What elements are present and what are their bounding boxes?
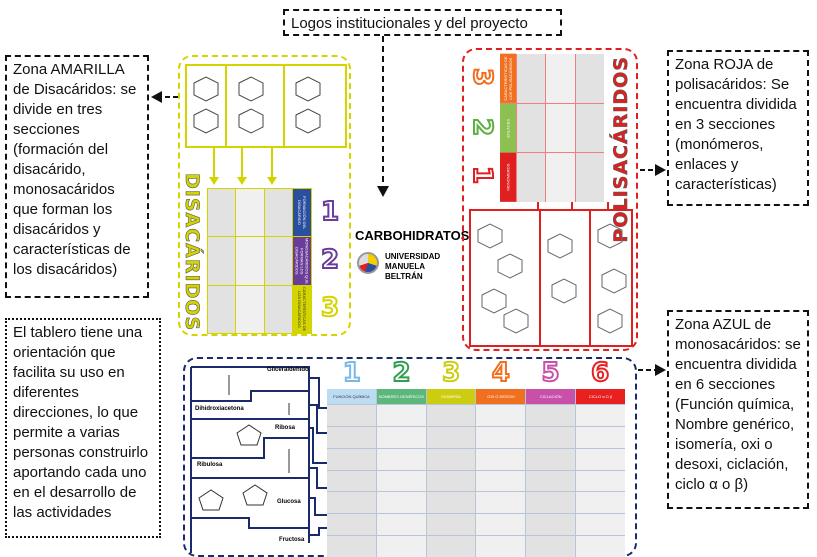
molecule-label: Ribosa: [275, 425, 296, 431]
table-cell: [476, 492, 526, 514]
column-header: ISOMERÍA: [426, 389, 476, 404]
section-number: 3: [466, 67, 498, 87]
table-cell: [327, 470, 376, 492]
table-cell: [476, 405, 526, 426]
disaccharide-table: FORMACIÓN DEL DISACÁRIDO MONOSACÁRIDOS Q…: [207, 188, 312, 334]
column-number: 5: [540, 358, 560, 388]
table-cell: [426, 536, 476, 557]
table-cell: [576, 405, 625, 426]
table-cell: [327, 448, 376, 470]
table-cell: [526, 514, 576, 536]
table-cell: [476, 536, 526, 557]
table-cell: [426, 448, 476, 470]
section-label: CARACTERÍSTICAS DE LOS DISACÁRIDOS: [293, 285, 311, 333]
umb-seal: [357, 252, 379, 274]
monosaccharide-structures: [190, 366, 327, 553]
yellow-board: DISACÁRIDOS FORMACIÓN DEL DISACÁRIDO MON…: [178, 55, 351, 336]
molecule-label: Gliceraldehído: [267, 367, 309, 373]
column-number: 4: [491, 358, 511, 388]
table-cell: [426, 405, 476, 426]
table-cell: [476, 470, 526, 492]
section-label: CARACTERÍSTICAS DE LOS POLISACÁRIDOS: [500, 54, 516, 103]
table-cell: [576, 448, 625, 470]
molecule-label: Ribulosa: [197, 462, 223, 468]
table-cell: [476, 426, 526, 448]
table-cell: [376, 405, 426, 426]
section-number: 1: [466, 165, 498, 185]
molecule-label: Glucosa: [277, 499, 301, 505]
column-header: CICLO α O β: [576, 389, 625, 404]
blue-zone-note: Zona AZUL de monosacáridos: se encuentra…: [667, 310, 809, 509]
table-cell: [526, 448, 576, 470]
column-number: 2: [391, 358, 411, 388]
table-cell: [476, 448, 526, 470]
disacaridos-title: DISACÁRIDOS: [181, 173, 204, 332]
column-number: 1: [342, 358, 362, 388]
connector-arrows: [151, 36, 666, 376]
university-name: UNIVERSIDAD MANUELA BELTRÁN: [385, 252, 441, 281]
section-number: 2: [466, 117, 498, 137]
column-header: OXI O DESOXI: [476, 389, 526, 404]
blue-board: Gliceraldehído Dihidroxiacetona Ribosa R…: [183, 357, 637, 557]
section-label: MONÓMEROS: [500, 153, 516, 202]
orientation-note: El tablero tiene una orientación que fac…: [5, 318, 161, 538]
column-number: 3: [441, 358, 461, 388]
table-cell: [327, 426, 376, 448]
polysaccharide-structures: [469, 202, 633, 347]
column-header: NOMBRES GENÉRICOS: [376, 389, 426, 404]
polysaccharide-table: CARACTERÍSTICAS DE LOS POLISACÁRIDOS ENL…: [500, 54, 604, 202]
table-cell: [526, 405, 576, 426]
table-cell: [526, 536, 576, 557]
table-cell: [426, 492, 476, 514]
column-number: 6: [590, 358, 610, 388]
table-cell: [376, 492, 426, 514]
table-cell: [327, 405, 376, 426]
table-cell: [376, 426, 426, 448]
table-cell: [576, 536, 625, 557]
red-board: CARACTERÍSTICAS DE LOS POLISACÁRIDOS ENL…: [462, 48, 638, 351]
table-cell: [576, 426, 625, 448]
project-logo: CARBOHIDRATOS UNIVERSIDAD MANUELA BELTRÁ…: [355, 200, 469, 300]
column-header: CICLACIÓN: [526, 389, 576, 404]
table-cell: [426, 514, 476, 536]
disaccharide-structures: [185, 64, 347, 185]
table-cell: [426, 426, 476, 448]
yellow-zone-note: Zona AMARILLA de Disacáridos: se divide …: [5, 55, 149, 298]
table-cell: [526, 426, 576, 448]
section-label: MONOSACÁRIDOS QUE FORMAN LOS DISACÁRIDOS: [293, 237, 311, 285]
logos-note: Logos institucionales y del proyecto: [283, 9, 562, 36]
monosaccharide-table: FUNCIÓN QUÍMICA NOMBRES GENÉRICOS ISOMER…: [327, 389, 625, 557]
table-cell: [376, 536, 426, 557]
red-zone-note: Zona ROJA de polisacáridos: Se encuentra…: [667, 50, 809, 206]
table-cell: [426, 470, 476, 492]
table-cell: [576, 470, 625, 492]
column-numbers: 1 2 3 4 5 6: [327, 358, 625, 388]
section-label: FORMACIÓN DEL DISACÁRIDO: [293, 189, 311, 237]
molecule-label: Dihidroxiacetona: [195, 406, 244, 412]
column-header: FUNCIÓN QUÍMICA: [327, 389, 376, 404]
molecule-label: Fructosa: [279, 537, 305, 543]
table-cell: [327, 492, 376, 514]
table-cell: [327, 514, 376, 536]
table-cell: [476, 514, 526, 536]
section-label: ENLACES: [500, 103, 516, 153]
section-number: 3: [320, 293, 340, 323]
table-cell: [327, 536, 376, 557]
table-cell: [576, 514, 625, 536]
section-number: 1: [320, 197, 340, 227]
table-cell: [376, 514, 426, 536]
section-number: 2: [320, 245, 340, 275]
table-cell: [526, 492, 576, 514]
table-cell: [526, 470, 576, 492]
table-cell: [376, 448, 426, 470]
table-cell: [576, 492, 625, 514]
carbohidratos-title: CARBOHIDRATOS: [355, 228, 470, 243]
table-cell: [376, 470, 426, 492]
